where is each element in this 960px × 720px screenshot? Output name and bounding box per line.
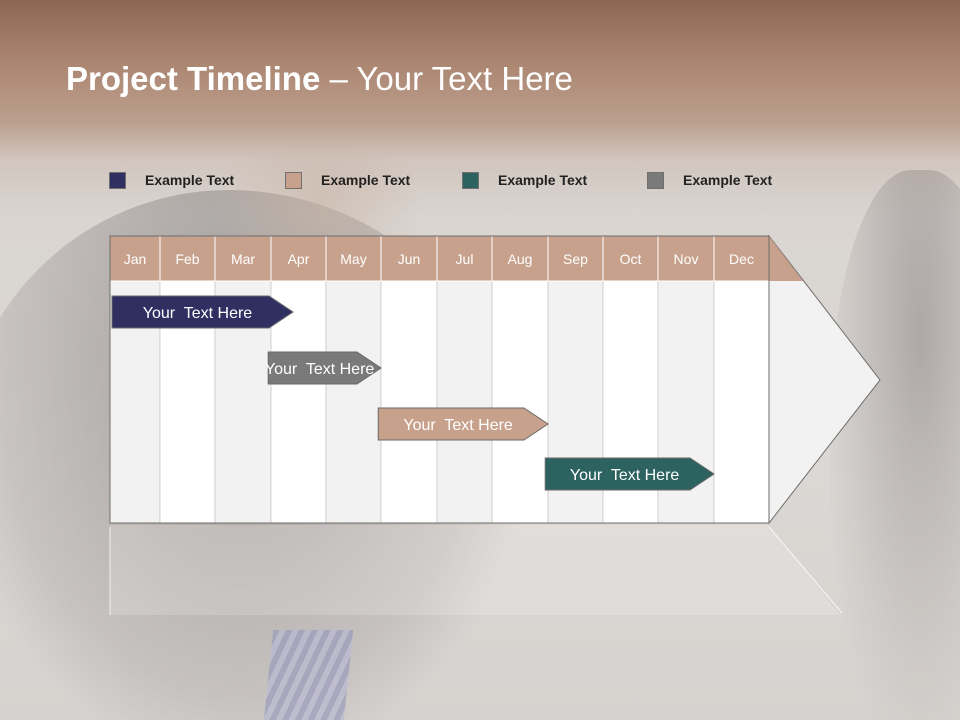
month-label-feb: Feb	[175, 251, 199, 267]
slide-title[interactable]: Project Timeline – Your Text Here	[66, 60, 573, 98]
reflection-edge	[768, 526, 843, 614]
month-header-cell	[214, 235, 272, 282]
legend-item-3: Example Text	[462, 170, 587, 190]
task-label-3: Your Text Here	[403, 417, 513, 434]
month-column-may	[325, 280, 382, 524]
legend-label-4[interactable]: Example Text	[683, 172, 773, 188]
month-label-sep: Sep	[563, 251, 588, 267]
legend-swatch-4	[647, 171, 664, 189]
month-header-cell	[159, 235, 216, 282]
title-rest-part: – Your Text Here	[320, 60, 573, 97]
task-label-2: Your Text Here	[265, 361, 375, 378]
task-label-4: Your Text Here	[570, 467, 680, 484]
legend-swatch-3	[462, 171, 479, 189]
month-header-cell	[491, 235, 549, 282]
month-header-cell	[380, 235, 438, 282]
task-bar-2[interactable]	[267, 351, 382, 385]
background-person-right	[830, 170, 960, 720]
month-column-dec	[713, 280, 770, 524]
timeline-arrow-header	[769, 236, 803, 281]
legend-swatch-2	[285, 171, 302, 189]
month-label-jun: Jun	[398, 251, 421, 267]
legend-item-1: Example Text	[109, 170, 234, 190]
legend-label-1[interactable]: Example Text	[145, 172, 235, 188]
month-label-apr: Apr	[288, 251, 310, 267]
legend-swatch-1	[109, 171, 126, 189]
month-label-nov: Nov	[674, 251, 699, 267]
legend-label-3[interactable]: Example Text	[498, 172, 588, 188]
month-column-aug	[491, 280, 549, 524]
month-label-jul: Jul	[456, 251, 474, 267]
month-label-aug: Aug	[508, 251, 533, 267]
task-bar-1[interactable]	[111, 295, 294, 329]
month-header-cell	[602, 235, 659, 282]
task-bar-3[interactable]	[377, 407, 549, 441]
legend-item-2: Example Text	[285, 170, 410, 190]
timeline-reflection	[110, 525, 840, 615]
month-label-oct: Oct	[620, 251, 642, 267]
task-label-1: Your Text Here	[143, 305, 253, 322]
timeline-frame	[109, 235, 770, 524]
month-column-jul	[436, 280, 493, 524]
month-column-jun	[380, 280, 438, 524]
month-label-jan: Jan	[124, 251, 147, 267]
task-bar-4[interactable]	[544, 457, 715, 491]
month-label-mar: Mar	[231, 251, 255, 267]
month-label-dec: Dec	[729, 251, 754, 267]
month-header-cell	[109, 235, 161, 282]
title-bold-part: Project Timeline	[66, 60, 321, 97]
month-column-apr	[270, 280, 327, 524]
legend-item-4: Example Text	[647, 170, 772, 190]
legend-label-2[interactable]: Example Text	[321, 172, 411, 188]
month-label-may: May	[340, 251, 366, 267]
